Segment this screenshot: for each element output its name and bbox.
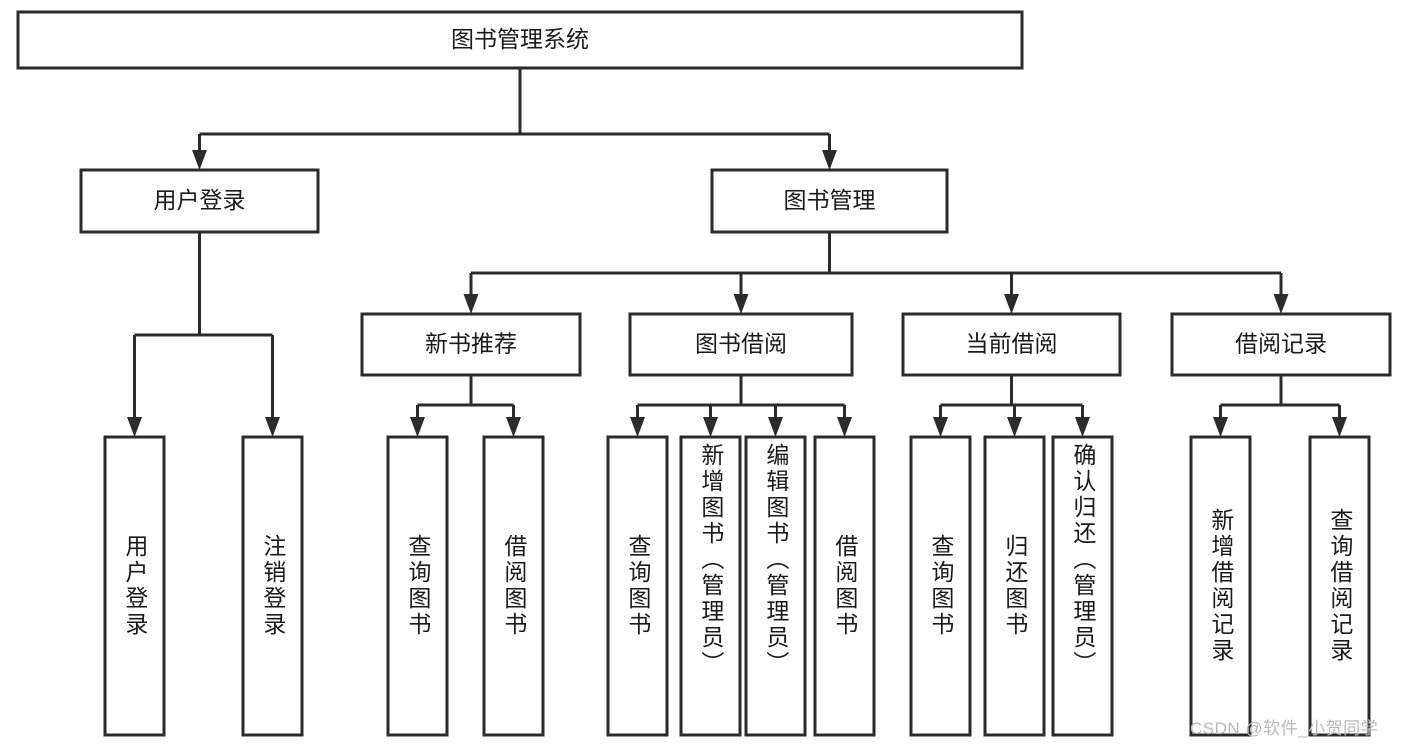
arrow-head-login-1 <box>265 417 280 437</box>
node-root[interactable] <box>16 10 1024 70</box>
node-root-label: 图书管理系统 <box>451 26 589 52</box>
node-root-rect[interactable] <box>16 10 1024 70</box>
node-leaf-9[interactable] <box>983 435 1046 737</box>
node-leaf-11-rect[interactable] <box>1189 435 1252 737</box>
node-leaf-4[interactable] <box>606 435 669 737</box>
node-level3-2-rect[interactable] <box>901 312 1122 377</box>
node-level3-0[interactable] <box>360 312 582 377</box>
node-leaf-6-rect[interactable] <box>744 435 807 737</box>
node-leaf-10-rect[interactable] <box>1051 435 1114 737</box>
node-level3-1-label: 图书借阅 <box>695 331 787 357</box>
node-leaf-11[interactable] <box>1189 435 1252 737</box>
arrow-head-newbook-1 <box>506 417 521 437</box>
arrow-head-current-2 <box>1075 417 1090 437</box>
node-level2-0[interactable] <box>79 168 320 234</box>
node-level2-1[interactable] <box>710 168 949 234</box>
node-leaf-1-rect[interactable] <box>241 435 304 737</box>
arrow-head-current-1 <box>1007 417 1022 437</box>
node-leaf-8-rect[interactable] <box>909 435 972 737</box>
node-level3-1[interactable] <box>628 312 854 377</box>
arrow-head-books-3 <box>1273 294 1289 314</box>
node-leaf-12[interactable] <box>1308 435 1371 737</box>
node-level3-0-rect[interactable] <box>360 312 582 377</box>
node-level3-1-rect[interactable] <box>628 312 854 377</box>
arrow-head-borrow-2 <box>768 417 783 437</box>
node-leaf-2[interactable] <box>386 435 449 737</box>
arrow-head-books-1 <box>733 294 749 314</box>
node-leaf-5[interactable] <box>679 435 742 737</box>
watermark-text: CSDN @软件_小贺同学 <box>1190 719 1379 738</box>
node-leaf-2-rect[interactable] <box>386 435 449 737</box>
node-level3-3-label: 借阅记录 <box>1235 331 1327 357</box>
node-leaf-10[interactable] <box>1051 435 1114 737</box>
arrow-head-current-0 <box>933 417 948 437</box>
node-leaf-7-rect[interactable] <box>813 435 876 737</box>
arrow-head-borrow-0 <box>630 417 645 437</box>
arrow-head-record-0 <box>1213 417 1228 437</box>
node-level3-3-rect[interactable] <box>1170 312 1392 377</box>
arrow-head-borrow-1 <box>703 417 718 437</box>
node-leaf-0[interactable] <box>103 435 166 737</box>
arrow-head-books-0 <box>463 294 479 314</box>
node-level3-0-label: 新书推荐 <box>425 331 517 357</box>
node-box-layer <box>16 10 1392 737</box>
node-level3-2[interactable] <box>901 312 1122 377</box>
node-leaf-1[interactable] <box>241 435 304 737</box>
arrow-head-root-1 <box>822 150 837 170</box>
node-leaf-5-rect[interactable] <box>679 435 742 737</box>
arrow-head-borrow-3 <box>837 417 852 437</box>
node-leaf-12-rect[interactable] <box>1308 435 1371 737</box>
arrow-head-record-1 <box>1332 417 1347 437</box>
arrow-head-books-2 <box>1004 294 1019 314</box>
node-leaf-7[interactable] <box>813 435 876 737</box>
node-leaf-3-rect[interactable] <box>482 435 545 737</box>
arrow-head-root-0 <box>192 150 207 170</box>
node-leaf-0-rect[interactable] <box>103 435 166 737</box>
connector-layer <box>127 68 1347 437</box>
arrow-head-newbook-0 <box>410 417 425 437</box>
node-leaf-8[interactable] <box>909 435 972 737</box>
node-level2-0-rect[interactable] <box>79 168 320 234</box>
node-level3-2-label: 当前借阅 <box>966 331 1058 357</box>
node-leaf-6[interactable] <box>744 435 807 737</box>
node-leaf-3[interactable] <box>482 435 545 737</box>
node-leaf-4-rect[interactable] <box>606 435 669 737</box>
node-leaf-9-rect[interactable] <box>983 435 1046 737</box>
node-level2-1-label: 图书管理 <box>784 187 876 213</box>
node-level2-0-label: 用户登录 <box>154 187 246 213</box>
node-level2-1-rect[interactable] <box>710 168 949 234</box>
node-level3-3[interactable] <box>1170 312 1392 377</box>
arrow-head-login-0 <box>127 417 142 437</box>
